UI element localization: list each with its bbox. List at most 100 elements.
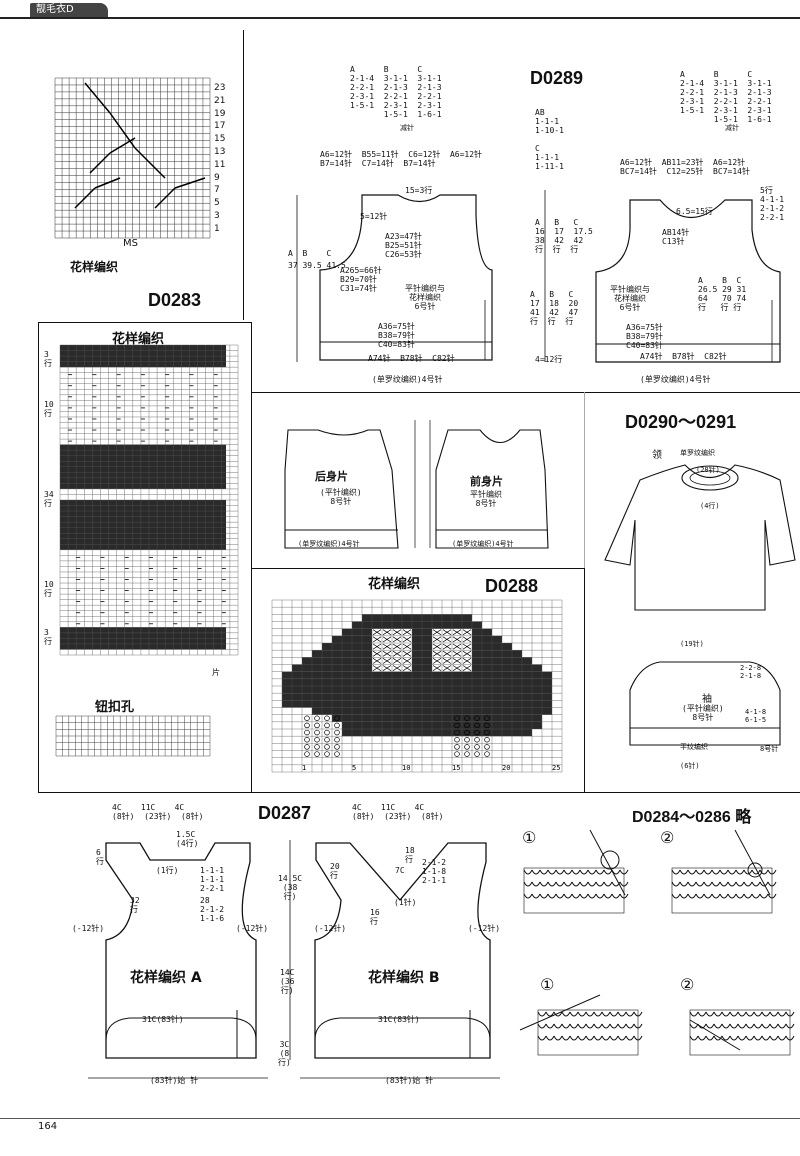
height-mid: 14C (36 行)	[280, 968, 295, 995]
v-neck-mid: 7C	[395, 866, 405, 875]
armhole-side: (-12针)	[236, 924, 269, 933]
v-neck-gap: (-12针)	[468, 924, 501, 933]
sleeve-inc: 4-1-8 6-1-5	[745, 708, 767, 724]
knitting-illustrations	[519, 829, 795, 1056]
armhole-side: (-12针)	[72, 924, 105, 933]
rows-label: 10 行	[44, 400, 54, 418]
buttonhole-caption: 钮扣孔	[95, 700, 135, 715]
vest-b-title: 花样编织 B	[368, 970, 440, 986]
d0288-code: D0288	[485, 576, 539, 596]
front-neck2: AB14针 C13针	[662, 228, 690, 246]
ab-dec-table: AB 1-1-1 1-10-1 C 1-1-1 1-11-1	[535, 108, 564, 171]
v-neck-side: 20 行	[330, 862, 340, 880]
d0283-code: D0283	[148, 290, 202, 310]
d0289-garment-outlines	[296, 190, 781, 363]
row-number: 7	[214, 185, 220, 196]
back-neck: 15=3行	[405, 186, 433, 195]
axis-label: 1	[302, 764, 306, 772]
v-neck-16: 16 行	[370, 908, 380, 926]
rows-label: 3 行	[44, 350, 52, 368]
sleeve-sub: (平针编织) 8号针	[682, 704, 724, 722]
divider	[38, 322, 251, 323]
divider	[243, 30, 244, 320]
collar-top: (28针)	[696, 466, 720, 474]
divider	[584, 392, 585, 568]
front-body-text: 平针编织与 花样编织 6号针	[610, 285, 650, 312]
back-bottom: A74针 B78针 C82针	[368, 354, 455, 363]
back-rib-label: (单罗纹编织)4号针	[372, 375, 443, 384]
pattern-left-caption: 花样编织	[112, 332, 165, 347]
front-bottom: A74针 B78针 C82针	[640, 352, 727, 361]
sleeve-bottom: (6针)	[680, 762, 700, 770]
side-rows-left: 32 行	[130, 896, 140, 914]
neck-side: (1行)	[156, 866, 179, 875]
row-number: 11	[214, 159, 226, 170]
divider	[251, 322, 252, 792]
sleeve-title: 袖	[702, 694, 712, 705]
d0289-code: D0289	[530, 68, 584, 88]
rows-label: 34 行	[44, 490, 54, 508]
vest-b-bottom: (83针)始 针	[385, 1076, 434, 1085]
dec-table-left: A B C 2-1-4 3-1-1 3-1-1 2-2-1 2-1-3 2-1-…	[350, 65, 442, 119]
ms-label: MS	[123, 238, 138, 249]
row-number: 21	[214, 95, 226, 106]
vest-b-rib: 31C(83针)	[378, 1015, 420, 1024]
back-armhole: 5=12针	[360, 212, 388, 221]
divider	[38, 792, 800, 793]
start-arrow-label: 片	[212, 668, 220, 677]
divider	[584, 568, 585, 792]
d0283-knit-chart	[54, 77, 211, 239]
vest-a-bottom: (83针)始 针	[150, 1076, 199, 1085]
divider	[251, 392, 800, 393]
needle-label: 8号针	[760, 745, 779, 753]
back-body-text: 平针编织与 花样编织 6号针	[405, 284, 445, 311]
mid-bottom: 4=12行	[535, 355, 563, 364]
collar-sub: 单罗纹编织	[680, 449, 715, 457]
row-number: 3	[214, 210, 220, 221]
axis-label: 25	[552, 764, 560, 772]
collar-label: 领	[652, 450, 662, 461]
v-neck-gap: (-12针)	[314, 924, 347, 933]
front-piece-sub: 平针编织 8号针	[470, 490, 502, 508]
back-width: A23=47针 B25=51针 C26=53针	[385, 232, 422, 259]
sleeve-dec: 2-2-8 2-1-8	[740, 664, 762, 680]
axis-label: 10	[402, 764, 410, 772]
sleeve-rib: 平纹编织	[680, 743, 708, 751]
dec-table-right: A B C 2-1-4 3-1-1 3-1-1 2-2-1 2-1-3 2-1-…	[680, 70, 772, 124]
d0287-code: D0287	[258, 803, 312, 823]
back-heights: A B C 37 39.5 41.5	[288, 249, 346, 270]
row-number: 23	[214, 83, 226, 93]
front-heights: A B C 26.5 29 31 64 70 74 行 行 行	[698, 276, 747, 312]
row-number: 9	[214, 172, 220, 183]
row-number: 19	[214, 108, 226, 119]
front-rib-label: (单罗纹编织)4号针	[640, 375, 711, 384]
height-bot: 3C (8 行)	[278, 1040, 291, 1067]
mid-heights2: A B C 17 18 20 41 42 47 行 行 行	[530, 290, 579, 326]
top-measure-right: 4C 11C 4C (8针) (23针) (8针)	[352, 803, 444, 821]
vest-a-title: 花样编织 A	[130, 970, 202, 986]
dec-label: 减针	[400, 124, 414, 132]
back-bottom-label: (单罗纹编织)4号针	[298, 540, 360, 548]
rows-label: 3 行	[44, 628, 52, 646]
sleeve-top: (19针)	[680, 640, 704, 648]
d0287-vest-outlines	[88, 840, 500, 1079]
d0283-pattern-caption: 花样编织	[70, 260, 119, 274]
neck-left: 1.5C (4行)	[176, 830, 199, 848]
side-left: 6 行	[96, 848, 104, 866]
section-tab: 靓毛衣D	[30, 3, 108, 17]
axis-label: 20	[502, 764, 510, 772]
row-number: 15	[214, 134, 226, 145]
d0284-code: D0284～0286 略	[632, 809, 752, 826]
step-2b: ②	[680, 975, 695, 994]
front-neck: 6.5=15行	[676, 207, 713, 216]
dec-label: 减针	[725, 124, 739, 132]
armhole-dec: 28 2-1-2 1-1-6	[200, 896, 225, 923]
vest-a-rib: 31C(83针)	[142, 1015, 184, 1024]
back-shoulder: A6=12针 B55=11针 C6=12针 A6=12针 B7=14针 C7=1…	[320, 150, 483, 168]
back-piece-sub: (平针编织) 8号针	[320, 488, 362, 506]
axis-label: 15	[452, 764, 460, 772]
footer-rule	[0, 1118, 800, 1119]
d0290-pieces	[284, 420, 796, 746]
